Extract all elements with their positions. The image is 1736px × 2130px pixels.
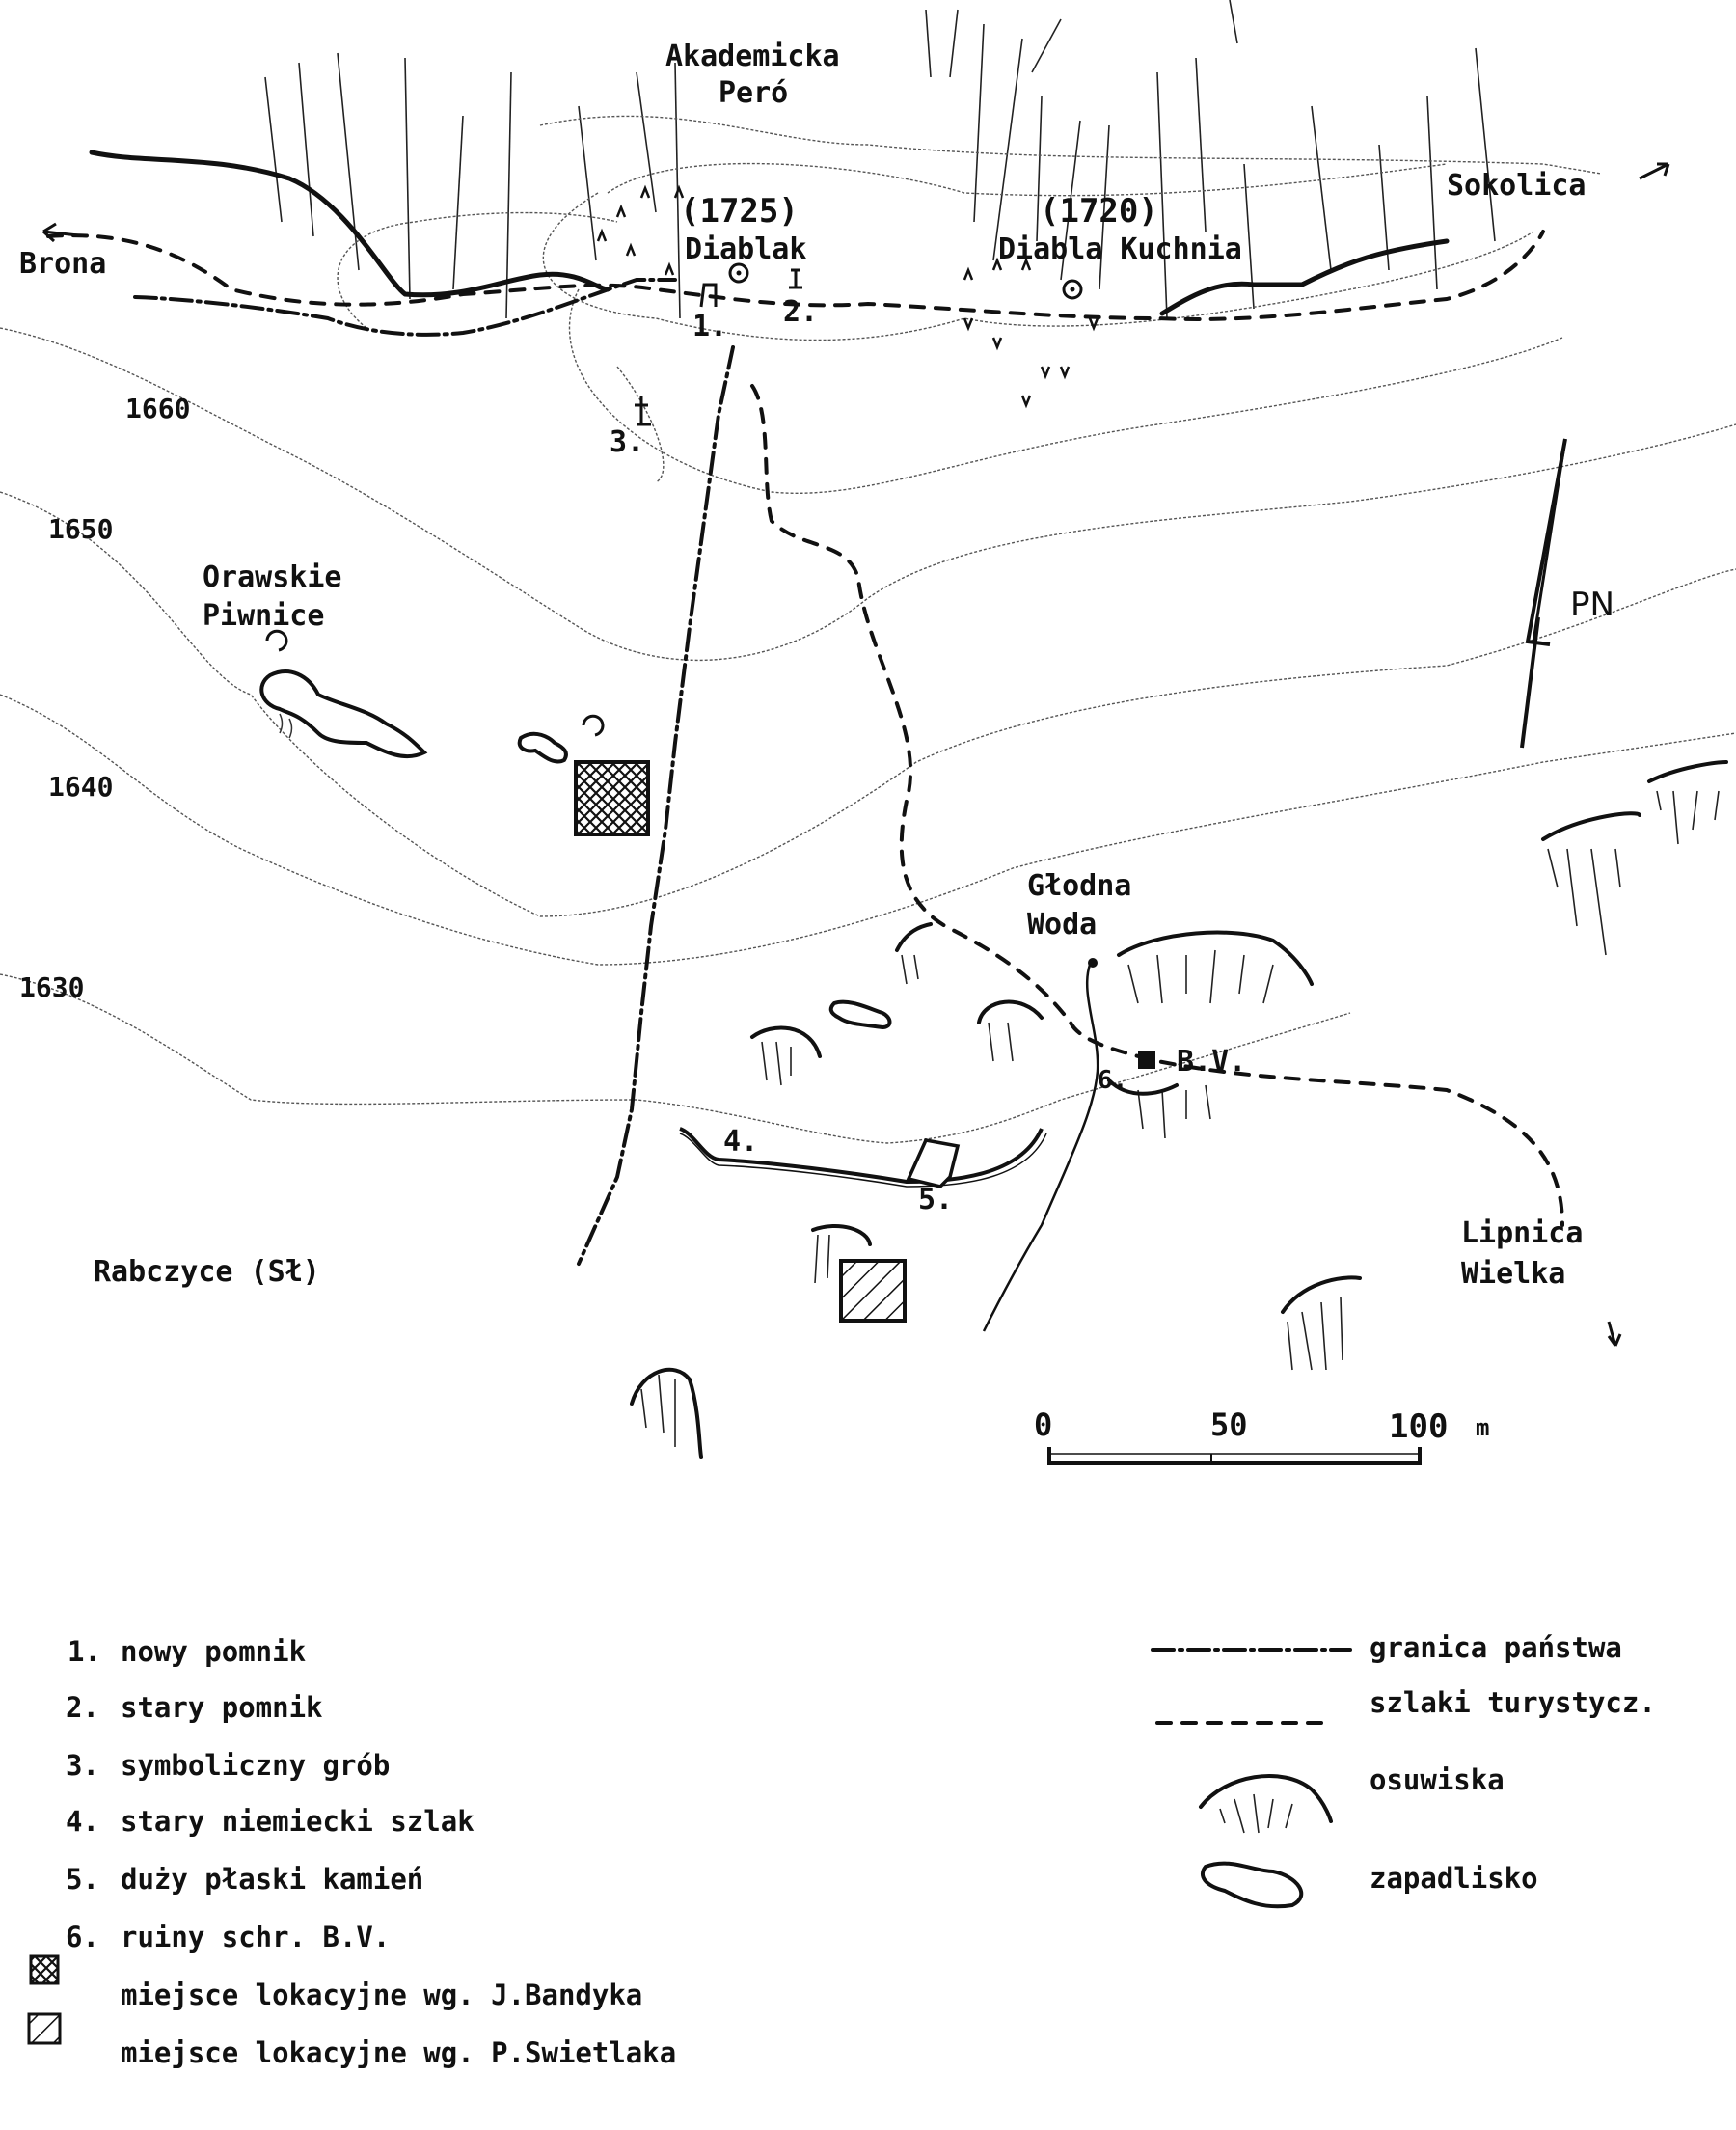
scale-tick-100: 100 <box>1389 1407 1448 1446</box>
legend-text-trail: szlaki turystycz. <box>1370 1686 1656 1719</box>
grave-icon <box>635 396 651 426</box>
tourist-trails <box>46 230 1564 1227</box>
label-rabczyce[interactable]: Rabczyce (Sł) <box>94 1255 320 1289</box>
legend-key-6: 6. <box>66 1921 99 1953</box>
old-german-trail <box>679 1127 1044 1185</box>
bv-ruins-icon[interactable] <box>1138 1051 1155 1069</box>
legend-text-1: nowy pomnik <box>121 1635 306 1668</box>
sinkhole-small-1[interactable] <box>517 731 568 764</box>
label-woda[interactable]: Woda <box>1027 908 1097 942</box>
legend-crosshatch-swatch <box>29 1954 60 1985</box>
legend-key-1: 1. <box>68 1635 101 1668</box>
arrow-to-lipnica-icon <box>1607 1321 1622 1347</box>
legend-text-5: duży płaski kamień <box>121 1863 423 1896</box>
label-lipnica[interactable]: Lipnica <box>1461 1216 1583 1250</box>
arrow-to-brona-icon <box>41 222 88 243</box>
label-piwnice[interactable]: Piwnice <box>203 599 324 633</box>
scale-tick-0: 0 <box>1034 1406 1052 1443</box>
path-to-bv <box>982 964 1099 1332</box>
north-label: PN <box>1570 586 1614 624</box>
peak-elevation-diabla-kuchnia: (1720) <box>1040 192 1158 231</box>
peak-marker-diablak[interactable] <box>728 262 749 284</box>
legend-text-sinkhole: zapadlisko <box>1370 1862 1538 1895</box>
location-area-bandyk[interactable] <box>574 760 650 836</box>
scale-unit: m <box>1476 1414 1489 1441</box>
marker-5: 5. <box>918 1183 953 1216</box>
peak-marker-diabla-kuchnia[interactable] <box>1062 279 1083 300</box>
legend-text-border: granica państwa <box>1370 1631 1622 1664</box>
legend-text-6: ruiny schr. B.V. <box>121 1921 390 1953</box>
contour-lines <box>0 115 1736 1144</box>
marker-4: 4. <box>723 1125 758 1159</box>
legend-key-4: 4. <box>66 1805 99 1838</box>
old-monument-icon <box>789 268 802 289</box>
scale-bar <box>1047 1447 1422 1465</box>
legend-sinkhole-symbol <box>1200 1861 1304 1909</box>
arrow-to-sokolica-icon <box>1639 162 1670 180</box>
legend-text-swietlak: miejsce lokacyjne wg. P.Swietlaka <box>121 2036 676 2069</box>
contour-label-1630: 1630 <box>19 971 84 1003</box>
state-border <box>133 278 677 337</box>
contour-label-1640: 1640 <box>48 771 113 803</box>
legend-key-3: 3. <box>66 1749 99 1782</box>
ridge-line-east <box>1159 238 1450 316</box>
label-brona[interactable]: Brona <box>19 247 106 281</box>
state-border-south <box>577 345 735 1266</box>
summit-rocks <box>596 184 1099 409</box>
peak-elevation-diablak: (1725) <box>680 192 799 231</box>
slope-hachures <box>264 0 1496 319</box>
legend-hatch-swatch <box>27 2012 62 2045</box>
glodna-woda-spring-icon[interactable] <box>1088 958 1098 968</box>
label-akademicka: Akademicka <box>665 40 840 73</box>
legend-key-5: 5. <box>66 1863 99 1896</box>
label-glodna[interactable]: Głodna <box>1027 869 1131 903</box>
old-german-trail-inner <box>679 1133 1047 1188</box>
ridge-line <box>89 150 610 298</box>
label-orawskie[interactable]: Orawskie <box>203 560 342 594</box>
marker-2: 2. <box>783 295 818 329</box>
peak-name-diabla-kuchnia[interactable]: Diabla Kuchnia <box>998 232 1242 266</box>
label-sokolica[interactable]: Sokolica <box>1447 169 1587 203</box>
label-pero: Peró <box>719 76 788 110</box>
sinkhole-small-2[interactable] <box>828 999 892 1030</box>
north-arrow-icon <box>1520 438 1567 749</box>
contour-label-1650: 1650 <box>48 513 113 545</box>
legend-key-2: 2. <box>66 1691 99 1724</box>
legend-text-4: stary niemiecki szlak <box>121 1805 475 1838</box>
peak-name-diablak[interactable]: Diablak <box>685 232 806 266</box>
label-wielka[interactable]: Wielka <box>1461 1257 1565 1291</box>
small-spring-icon <box>582 714 605 737</box>
cave-entrance-icon <box>265 629 288 652</box>
scale-tick-50: 50 <box>1210 1406 1248 1443</box>
legend-landslide-symbol <box>1199 1774 1333 1834</box>
sinkhole-orawskie-piwnice[interactable] <box>259 669 428 759</box>
new-monument-icon <box>699 283 718 308</box>
legend-text-2: stary pomnik <box>121 1691 323 1724</box>
label-bv[interactable]: B.V. <box>1177 1045 1246 1079</box>
flat-stone-icon[interactable] <box>906 1138 961 1188</box>
landslides <box>630 760 1728 1459</box>
contour-label-1660: 1660 <box>125 393 190 424</box>
legend-text-landslide: osuwiska <box>1370 1763 1505 1796</box>
legend-text-3: symboliczny grób <box>121 1749 390 1782</box>
marker-3: 3. <box>610 425 644 459</box>
marker-1: 1. <box>692 310 727 343</box>
marker-6: 6. <box>1098 1066 1127 1095</box>
legend-text-bandyk: miejsce lokacyjne wg. J.Bandyka <box>121 1979 642 2011</box>
location-area-swietlak[interactable] <box>839 1259 907 1323</box>
